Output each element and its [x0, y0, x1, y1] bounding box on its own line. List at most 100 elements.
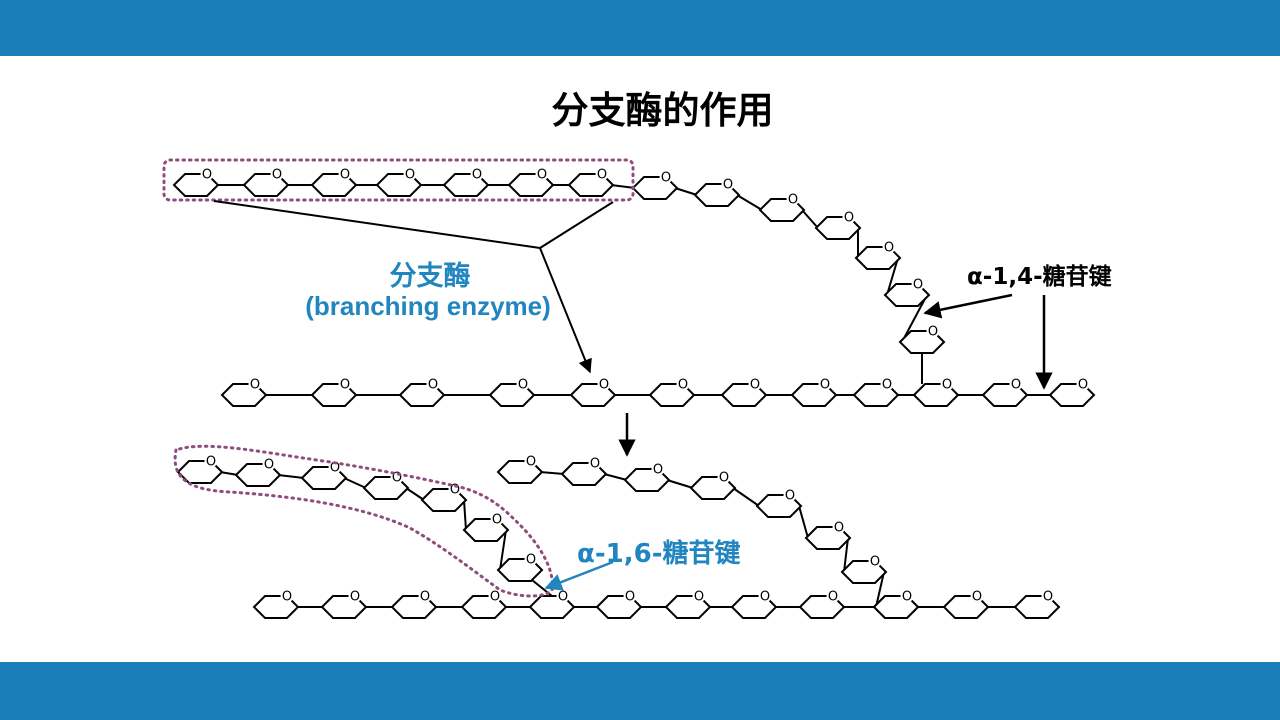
ring-oxygen-label: O — [902, 590, 912, 605]
glucose-ring: O — [362, 470, 410, 500]
ring-oxygen-label: O — [661, 171, 671, 186]
glucose-ring: O — [560, 456, 608, 486]
bond16-pointer — [544, 560, 614, 591]
ring-oxygen-label: O — [599, 378, 609, 393]
glucose-ring: O — [790, 377, 838, 407]
glucose-ring: O — [883, 277, 931, 307]
glucose-ring: O — [310, 377, 358, 407]
glucose-ring: O — [462, 512, 510, 542]
glucose-ring: O — [693, 177, 741, 207]
ring-oxygen-label: O — [340, 168, 350, 183]
ring-oxygen-label: O — [723, 178, 733, 193]
ring-oxygen-label: O — [537, 168, 547, 183]
glycosidic-link — [736, 194, 763, 211]
enzyme-label: 分支酶 — [390, 261, 471, 292]
glucose-ring: O — [814, 210, 862, 240]
ring-oxygen-label: O — [282, 590, 292, 605]
glucose-ring: O — [852, 377, 900, 407]
ring-oxygen-label: O — [272, 168, 282, 183]
glucose-ring: O — [595, 589, 643, 619]
ring-oxygen-label: O — [760, 590, 770, 605]
bond14-pointer-a — [923, 293, 1013, 319]
ring-oxygen-label: O — [1011, 378, 1021, 393]
glycosidic-link — [801, 209, 819, 229]
ring-oxygen-label: O — [785, 489, 795, 504]
glycosidic-link — [277, 474, 305, 479]
ring-oxygen-label: O — [450, 483, 460, 498]
glucose-ring: O — [460, 589, 508, 619]
ring-oxygen-label: O — [913, 278, 923, 293]
glucose-ring: O — [496, 454, 544, 484]
glycosidic-link — [405, 487, 425, 501]
glucose-ring: O — [648, 377, 696, 407]
ring-oxygen-label: O — [834, 521, 844, 536]
glucose-ring: O — [310, 167, 358, 197]
glucose-ring: O — [320, 589, 368, 619]
glucose-ring: O — [567, 167, 615, 197]
glucose-ring: O — [488, 377, 536, 407]
glucose-ring: O — [1013, 589, 1061, 619]
glucose-ring: O — [1048, 377, 1096, 407]
glycosidic-link — [843, 537, 849, 573]
glucose-ring: O — [420, 482, 468, 512]
glucose-ring: O — [942, 589, 990, 619]
glucose-ring: O — [872, 589, 920, 619]
ring-oxygen-label: O — [492, 513, 502, 528]
glycosidic-link — [666, 479, 694, 489]
ring-oxygen-label: O — [820, 378, 830, 393]
glucose-ring: O — [664, 589, 712, 619]
glucose-ring: O — [689, 470, 737, 500]
ring-oxygen-label: O — [420, 590, 430, 605]
glucose-ring: O — [528, 589, 576, 619]
ring-oxygen-label: O — [405, 168, 415, 183]
glycosidic-link — [463, 499, 467, 531]
glucose-ring: O — [798, 589, 846, 619]
ring-oxygen-label: O — [330, 461, 340, 476]
ring-oxygen-label: O — [428, 378, 438, 393]
ring-oxygen-label: O — [882, 378, 892, 393]
ring-oxygen-label: O — [250, 378, 260, 393]
glucose-ring: O — [507, 167, 555, 197]
glucose-ring: O — [496, 552, 544, 582]
glycosidic-link — [798, 505, 809, 539]
ring-oxygen-label: O — [340, 378, 350, 393]
glucose-ring: O — [569, 377, 617, 407]
glucose-ring: O — [631, 170, 679, 200]
ring-oxygen-label: O — [1078, 378, 1088, 393]
top-banner — [0, 0, 1280, 56]
ring-oxygen-label: O — [942, 378, 952, 393]
ring-oxygen-label: O — [202, 168, 212, 183]
glycosidic-link — [219, 471, 239, 476]
enzyme-transfer-arrow — [539, 247, 592, 374]
glucose-ring: O — [172, 167, 220, 197]
ring-oxygen-label: O — [719, 471, 729, 486]
ring-oxygen-label: O — [472, 168, 482, 183]
glucose-ring: O — [755, 488, 803, 518]
ring-oxygen-label: O — [694, 590, 704, 605]
glucose-ring: O — [442, 167, 490, 197]
ring-oxygen-label: O — [526, 553, 536, 568]
glycosidic-link — [901, 294, 928, 343]
glucose-ring: O — [220, 377, 268, 407]
ring-oxygen-label: O — [625, 590, 635, 605]
ring-oxygen-label: O — [750, 378, 760, 393]
glucose-ring: O — [730, 589, 778, 619]
enzyme-english-label: (branching enzyme) — [305, 291, 551, 321]
glycosidic-link — [610, 184, 636, 189]
alpha-1-4-bond-label: α-1,4-糖苷键 — [967, 263, 1112, 290]
ring-oxygen-label: O — [490, 590, 500, 605]
enzyme-join-line — [539, 201, 614, 249]
ring-oxygen-label: O — [392, 471, 402, 486]
ring-oxygen-label: O — [526, 455, 536, 470]
ring-oxygen-label: O — [1043, 590, 1053, 605]
ring-oxygen-label: O — [870, 555, 880, 570]
glucose-ring: O — [398, 377, 446, 407]
glucose-ring: O — [623, 462, 671, 492]
ring-oxygen-label: O — [518, 378, 528, 393]
ring-oxygen-label: O — [350, 590, 360, 605]
ring-oxygen-label: O — [264, 458, 274, 473]
glucose-ring: O — [840, 554, 888, 584]
ring-oxygen-label: O — [828, 590, 838, 605]
alpha-1-6-bond-label: α-1,6-糖苷键 — [577, 538, 741, 569]
